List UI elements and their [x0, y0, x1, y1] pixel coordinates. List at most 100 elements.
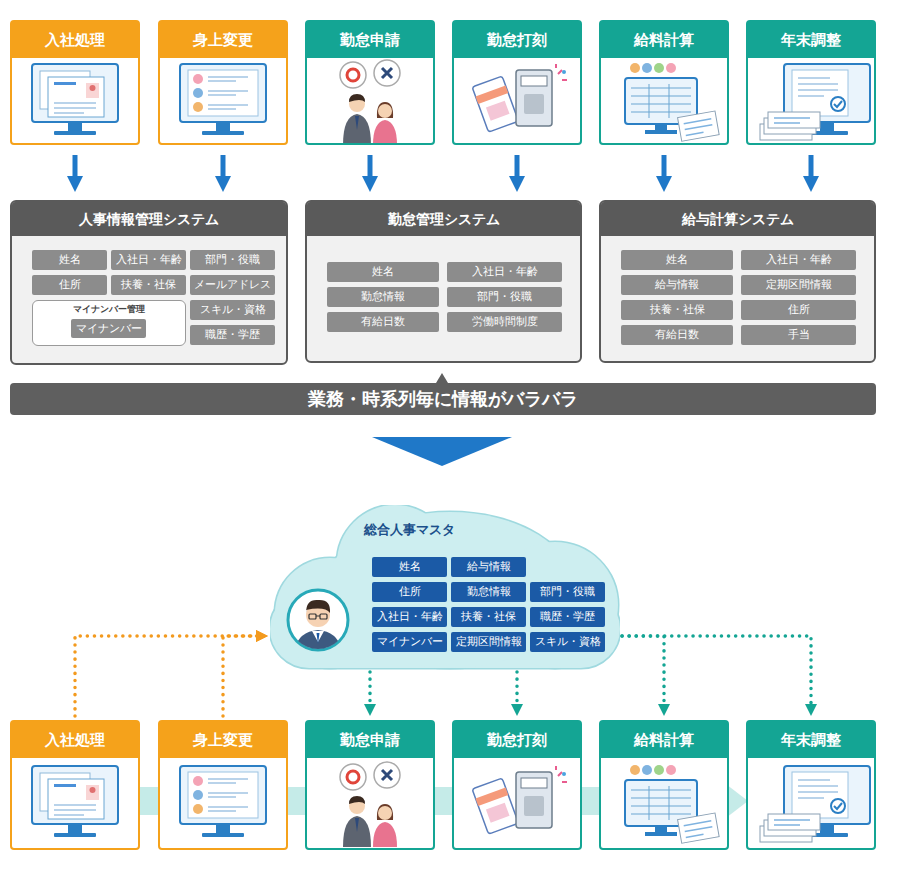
system-panel: 給与計算システム姓名入社日・年齢給与情報定期区間情報扶養・社保住所有給日数手当 — [599, 200, 876, 363]
node-label: 身上変更 — [160, 722, 286, 758]
status-band: 業務・時系列毎に情報がバラバラ — [10, 383, 876, 415]
field-tag: 勤怠情報 — [451, 582, 526, 602]
field-tag: 勤怠情報 — [327, 287, 439, 307]
node-label: 身上変更 — [160, 22, 286, 58]
field-tag: 部門・役職 — [447, 287, 562, 307]
field-tag: 入社日・年齢 — [111, 250, 186, 270]
node-label: 給与情報 — [451, 557, 526, 577]
node-label: 勤怠申請 — [307, 722, 433, 758]
task-card: 入社処理 — [10, 20, 140, 145]
node-label: 年末調整 — [748, 722, 874, 758]
node-label: 扶養・社保 — [621, 300, 733, 320]
node-label: 扶養・社保 — [451, 607, 526, 627]
field-tag: スキル・資格 — [190, 300, 275, 320]
field-tag: 住所 — [372, 582, 447, 602]
node-label: 勤怠申請 — [307, 22, 433, 58]
field-tag: 姓名 — [372, 557, 447, 577]
node-label: マイナンバー — [372, 632, 447, 652]
connector-arrow — [223, 636, 260, 716]
field-tag: 部門・役職 — [190, 250, 275, 270]
node-label: 部門・役職 — [530, 582, 605, 602]
field-tag: 入社日・年齢 — [741, 250, 856, 270]
node-label: 勤怠管理システム — [307, 202, 580, 236]
field-tag: 部門・役職 — [530, 582, 605, 602]
task-card: 給料計算 — [599, 20, 729, 145]
node-label: 勤怠情報 — [327, 287, 439, 307]
field-tag: 扶養・社保 — [451, 607, 526, 627]
field-tag: 労働時間制度 — [447, 312, 562, 332]
group-box: マイナンバー管理マイナンバー — [32, 300, 186, 346]
field-tag: メールアドレス — [190, 275, 275, 295]
node-label: スキル・資格 — [530, 632, 605, 652]
node-label: 給与情報 — [621, 275, 733, 295]
connector-arrow — [622, 636, 664, 708]
field-tag: 定期区間情報 — [451, 632, 526, 652]
connector-arrow — [368, 155, 373, 180]
task-card: 入社処理 — [10, 720, 140, 850]
connector-arrow — [662, 155, 667, 180]
field-tag: マイナンバー — [372, 632, 447, 652]
node-label: 姓名 — [327, 262, 439, 282]
field-tag: 扶養・社保 — [621, 300, 733, 320]
task-card: 勤怠申請 — [305, 720, 435, 850]
node-label: 定期区間情報 — [741, 275, 856, 295]
node-label: 給料計算 — [601, 22, 727, 58]
connector-arrow — [809, 155, 814, 180]
node-label: 入社日・年齢 — [372, 607, 447, 627]
system-panel: 人事情報管理システム姓名入社日・年齢部門・役職住所扶養・社保メールアドレスマイナ… — [10, 200, 288, 365]
connector-arrow — [622, 636, 811, 708]
task-card: 年末調整 — [746, 720, 876, 850]
field-tag: 定期区間情報 — [741, 275, 856, 295]
node-label: 年末調整 — [748, 22, 874, 58]
task-card: 給料計算 — [599, 720, 729, 850]
node-label: 姓名 — [621, 250, 733, 270]
task-card: 身上変更 — [158, 20, 288, 145]
node-label: 職歴・学歴 — [530, 607, 605, 627]
field-tag: 住所 — [741, 300, 856, 320]
master-cloud: 総合人事マスタ姓名給与情報住所勤怠情報部門・役職入社日・年齢扶養・社保職歴・学歴… — [270, 505, 620, 670]
node-label: 姓名 — [32, 250, 107, 270]
node-label: 職歴・学歴 — [190, 325, 275, 345]
field-tag: 有給日数 — [621, 325, 733, 345]
transition-arrow — [372, 437, 512, 466]
field-tag: 入社日・年齢 — [447, 262, 562, 282]
connector-arrow — [368, 672, 372, 708]
node-label: マイナンバー管理 — [33, 301, 185, 317]
node-label: 入社日・年齢 — [741, 250, 856, 270]
node-label: 有給日数 — [327, 312, 439, 332]
node-label: 入社日・年齢 — [111, 250, 186, 270]
node-label: 業務・時系列毎に情報がバラバラ — [10, 383, 876, 415]
node-label: 給料計算 — [601, 722, 727, 758]
field-tag: 給与情報 — [621, 275, 733, 295]
task-card: 勤怠打刻 — [452, 720, 582, 850]
field-tag: 住所 — [32, 275, 107, 295]
field-tag: 給与情報 — [451, 557, 526, 577]
task-card: 年末調整 — [746, 20, 876, 145]
pointer-triangle — [436, 373, 448, 383]
node-label: 住所 — [372, 582, 447, 602]
node-label: 入社処理 — [12, 22, 138, 58]
node-label: 勤怠打刻 — [454, 722, 580, 758]
node-label: 扶養・社保 — [111, 275, 186, 295]
field-tag: 姓名 — [32, 250, 107, 270]
field-tag: 姓名 — [621, 250, 733, 270]
node-label: 定期区間情報 — [451, 632, 526, 652]
connector-arrow — [515, 155, 520, 180]
node-label: 総合人事マスタ — [364, 521, 455, 539]
system-panel: 勤怠管理システム姓名入社日・年齢勤怠情報部門・役職有給日数労働時間制度 — [305, 200, 582, 363]
node-label: 有給日数 — [621, 325, 733, 345]
connector-arrow — [75, 636, 260, 716]
node-label: スキル・資格 — [190, 300, 275, 320]
node-label: 入社処理 — [12, 722, 138, 758]
node-label: 部門・役職 — [190, 250, 275, 270]
field-tag: スキル・資格 — [530, 632, 605, 652]
connector-arrow — [515, 672, 519, 708]
field-tag: 職歴・学歴 — [530, 607, 605, 627]
field-tag: 職歴・学歴 — [190, 325, 275, 345]
node-label: 手当 — [741, 325, 856, 345]
connector-arrow — [221, 155, 226, 180]
task-card: 勤怠申請 — [305, 20, 435, 145]
task-card: 勤怠打刻 — [452, 20, 582, 145]
field-tag: 手当 — [741, 325, 856, 345]
node-label: マイナンバー — [71, 319, 146, 339]
